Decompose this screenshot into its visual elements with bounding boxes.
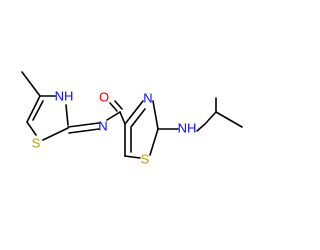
atom-nh-amine: NH (178, 120, 197, 135)
bond-ring1-c2-s (42, 127, 69, 141)
atom-labels: NH S N O N S NH (32, 88, 197, 166)
bond-c2-n-imine (67, 122, 100, 128)
bond-ring2-c4-n3 (124, 100, 144, 125)
bond-methyl (21, 71, 41, 97)
bond-carbonyl-o (109, 102, 118, 112)
bond-carbonyl-o-double (114, 100, 123, 110)
atom-s-right: S (141, 151, 150, 166)
bond-nh-ch2 (196, 123, 206, 132)
bond-ring2-s-c5 (124, 155, 141, 159)
bond-carbonyl-ring2 (119, 111, 126, 125)
bond-n-carbonyl (106, 111, 121, 121)
bond-ring1-nh-c2 (65, 104, 69, 126)
atom-nh-left: NH (55, 88, 74, 103)
bond-ch2-ch (204, 111, 217, 125)
bond-c2-n-imine-double (68, 128, 100, 134)
bond-ring2-c4-n3-double (130, 108, 146, 128)
bond-ring1-c5-c4 (26, 95, 41, 123)
bond-ring1-s-c5 (26, 121, 37, 136)
bond-ring2-n3-c2 (152, 100, 159, 130)
atom-n-imine: N (98, 118, 107, 133)
molecule-structure: NH S N O N S NH (21, 71, 243, 166)
bond-ch-me2 (215, 111, 243, 128)
bond-ring2-c2-s (149, 128, 159, 156)
bonds (21, 71, 243, 159)
atom-o-carbonyl: O (99, 89, 109, 104)
atom-n-thiazole: N (143, 90, 152, 105)
bond-ring1-c5-c4-double (32, 100, 44, 121)
atom-s-left: S (32, 135, 41, 150)
